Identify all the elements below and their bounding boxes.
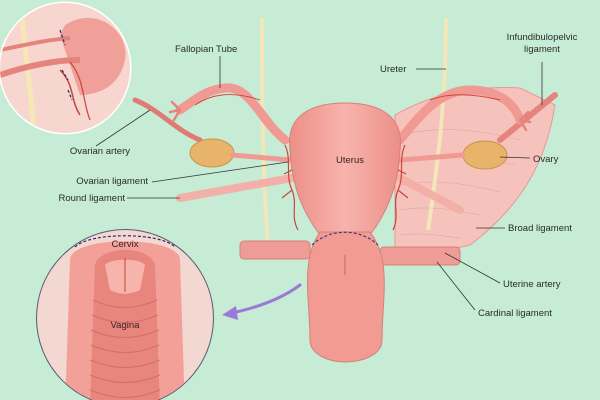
ovary-left <box>189 138 235 168</box>
inset-top <box>0 1 132 135</box>
label-uterine-artery: Uterine artery <box>503 279 561 290</box>
label-broad-ligament: Broad ligament <box>508 223 572 234</box>
ureter-right <box>426 17 448 231</box>
fallopian-tube-left <box>175 83 290 145</box>
tube-arteries <box>194 94 501 106</box>
cervix-vagina <box>307 231 385 363</box>
ovarian-ligament-left <box>229 152 293 163</box>
inset-cervix <box>36 229 214 400</box>
zoom-arrow <box>222 283 302 320</box>
leader-lines <box>95 56 543 311</box>
cardinal-ligament-left <box>239 240 311 260</box>
label-infundibulopelvic-2: ligament <box>524 44 560 55</box>
label-ovarian-ligament: Ovarian ligament <box>76 176 148 187</box>
ovarian-artery-left <box>132 97 203 143</box>
ureter-left <box>260 17 270 251</box>
label-round-ligament: Round ligament <box>58 193 125 204</box>
cardinal-ligament-right <box>379 246 461 266</box>
label-cardinal-ligament: Cardinal ligament <box>478 308 552 319</box>
uterine-artery-left <box>281 144 299 231</box>
round-ligament-right <box>396 174 464 214</box>
fallopian-tube-right <box>395 85 525 145</box>
label-infundibulopelvic-1: Infundibulopelvic <box>507 32 578 43</box>
label-fallopian-tube: Fallopian Tube <box>175 44 237 55</box>
fimbriae-right <box>518 110 532 132</box>
label-uterus: Uterus <box>336 155 364 166</box>
infundibulopelvic-ligament <box>497 92 558 143</box>
fimbriae-left <box>168 100 182 122</box>
uterine-artery-right <box>392 144 409 231</box>
label-ureter: Ureter <box>380 64 406 75</box>
ovary-right <box>462 140 508 170</box>
round-ligament-left <box>176 174 296 202</box>
label-cervix: Cervix <box>112 239 139 250</box>
label-ovarian-artery: Ovarian artery <box>70 146 130 157</box>
ovarian-ligament-right <box>397 152 466 163</box>
label-vagina: Vagina <box>111 320 141 331</box>
label-ovary: Ovary <box>533 154 559 165</box>
uterus-body <box>289 102 401 236</box>
cervical-dashed-line <box>311 231 379 246</box>
